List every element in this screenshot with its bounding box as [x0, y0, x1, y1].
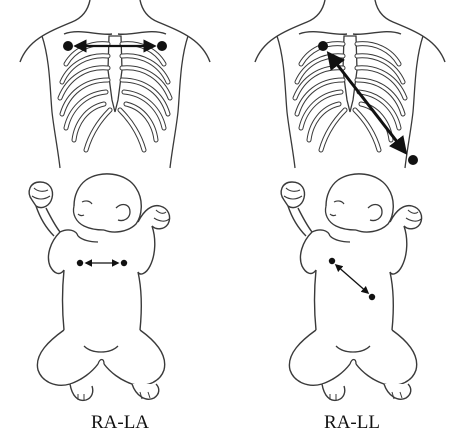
infant-body-ra-la-panel [29, 174, 169, 401]
la-electrode [157, 41, 167, 51]
ra-ll-arrow [336, 265, 368, 293]
infant-body-ra-ll-panel [281, 174, 421, 401]
ll-electrode [408, 155, 418, 165]
la-electrode [121, 260, 127, 266]
ll-electrode [369, 294, 375, 300]
ra-electrode [329, 258, 335, 264]
caption-ra-la: RA-LA [50, 412, 190, 434]
ra-electrode [318, 41, 328, 51]
ra-electrode [77, 260, 83, 266]
adult-chest-ra-la-panel [20, 0, 210, 168]
adult-chest-ra-ll-panel [255, 0, 445, 168]
caption-ra-ll: RA-LL [282, 412, 422, 434]
ra-electrode [63, 41, 73, 51]
